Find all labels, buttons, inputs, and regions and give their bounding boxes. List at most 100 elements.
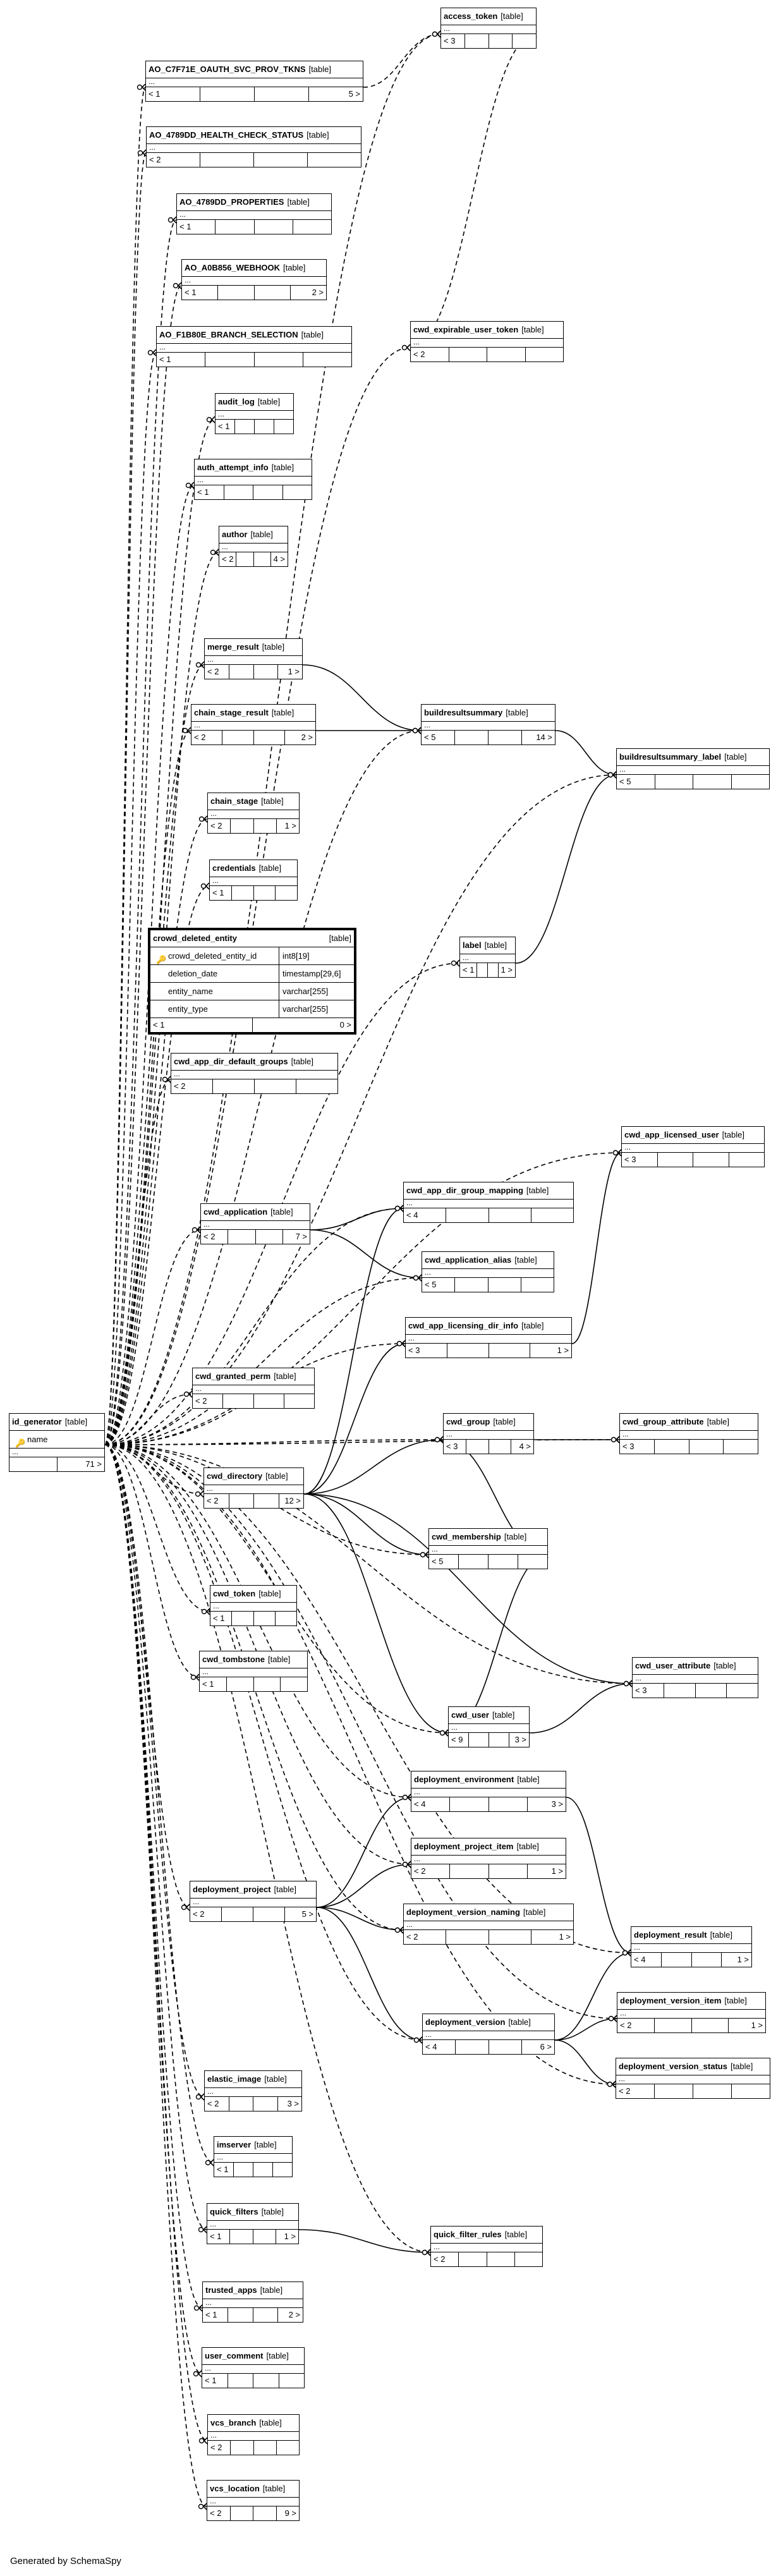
table-header[interactable]: buildresultsummary[table]	[422, 705, 555, 722]
table-cwd-token[interactable]: cwd_token[table]...< 1	[210, 1585, 297, 1626]
table-header[interactable]: cwd_token[table]	[210, 1586, 296, 1603]
table-name[interactable]: cwd_tombstone	[202, 1655, 265, 1664]
table-brs-label[interactable]: buildresultsummary_label[table]...< 5	[616, 748, 770, 789]
table-name[interactable]: id_generator	[12, 1417, 62, 1426]
table-header[interactable]: cwd_granted_perm[table]	[193, 1368, 314, 1385]
table-header[interactable]: cwd_user_attribute[table]	[633, 1658, 758, 1675]
table-header[interactable]: access_token[table]	[441, 8, 536, 25]
table-header[interactable]: merge_result[table]	[205, 639, 302, 656]
table-name[interactable]: cwd_group_attribute	[622, 1417, 704, 1426]
table-name[interactable]: cwd_group	[446, 1417, 490, 1426]
table-name[interactable]: AO_F1B80E_BRANCH_SELECTION	[159, 330, 298, 339]
table-dep-ver-status[interactable]: deployment_version_status[table]...< 2	[616, 2058, 770, 2099]
table-header[interactable]: user_comment[table]	[202, 2348, 304, 2365]
table-header[interactable]: AO_F1B80E_BRANCH_SELECTION[table]	[157, 327, 351, 344]
table-header[interactable]: cwd_group_attribute[table]	[620, 1414, 758, 1431]
table-credentials[interactable]: credentials[table]...< 1	[209, 860, 298, 901]
table-header[interactable]: AO_A0B856_WEBHOOK[table]	[182, 260, 326, 277]
table-name[interactable]: cwd_app_dir_default_groups	[174, 1057, 288, 1066]
table-ao-props[interactable]: AO_4789DD_PROPERTIES[table]...< 1	[176, 193, 332, 234]
table-ao-health[interactable]: AO_4789DD_HEALTH_CHECK_STATUS[table]...<…	[146, 126, 361, 167]
table-header[interactable]: cwd_app_dir_default_groups[table]	[171, 1054, 337, 1071]
table-name[interactable]: cwd_app_licensed_user	[624, 1130, 719, 1139]
table-cwd-exp[interactable]: cwd_expirable_user_token[table]...< 2	[410, 321, 564, 362]
table-header[interactable]: imserver[table]	[214, 2137, 292, 2154]
table-access-token[interactable]: access_token[table]...< 3	[440, 8, 537, 49]
table-name[interactable]: chain_stage	[210, 796, 258, 806]
table-header[interactable]: quick_filters[table]	[207, 2204, 298, 2221]
table-name[interactable]: deployment_result	[634, 1930, 707, 1940]
table-header[interactable]: crowd_deleted_entity[table]	[150, 930, 354, 947]
table-name[interactable]: chain_stage_result	[194, 708, 269, 717]
table-vcs-branch[interactable]: vcs_branch[table]...< 2	[207, 2414, 300, 2455]
table-name[interactable]: user_comment	[205, 2351, 264, 2360]
table-cwd-app-dir-def[interactable]: cwd_app_dir_default_groups[table]...< 2	[171, 1053, 338, 1094]
table-header[interactable]: cwd_application_alias[table]	[422, 1252, 554, 1269]
table-name[interactable]: buildresultsummary_label	[619, 752, 722, 762]
table-header[interactable]: cwd_expirable_user_token[table]	[411, 322, 563, 339]
table-header[interactable]: trusted_apps[table]	[203, 2282, 303, 2299]
table-cwd-user-attr[interactable]: cwd_user_attribute[table]...< 3	[632, 1657, 758, 1698]
table-header[interactable]: deployment_version_item[table]	[617, 1993, 765, 2010]
table-name[interactable]: cwd_directory	[207, 1471, 263, 1481]
table-name[interactable]: cwd_token	[213, 1589, 256, 1598]
table-name[interactable]: AO_4789DD_PROPERTIES	[179, 197, 284, 207]
table-name[interactable]: deployment_environment	[414, 1775, 514, 1784]
table-name[interactable]: quick_filter_rules	[434, 2230, 502, 2239]
table-name[interactable]: trusted_apps	[205, 2285, 257, 2295]
table-name[interactable]: cwd_app_dir_group_mapping	[406, 1186, 523, 1195]
table-name[interactable]: cwd_application_alias	[425, 1255, 512, 1265]
table-name[interactable]: label	[463, 940, 482, 950]
table-header[interactable]: AO_C7F71E_OAUTH_SVC_PROV_TKNS[table]	[146, 61, 363, 78]
table-header[interactable]: cwd_membership[table]	[429, 1529, 547, 1546]
table-name[interactable]: deployment_version_item	[620, 1996, 722, 2005]
table-cwd-app-dir-gm[interactable]: cwd_app_dir_group_mapping[table]...< 4	[403, 1182, 574, 1223]
table-header[interactable]: chain_stage[table]	[208, 793, 299, 810]
table-cwd-tombstone[interactable]: cwd_tombstone[table]...< 1	[199, 1651, 308, 1692]
table-header[interactable]: buildresultsummary_label[table]	[617, 749, 769, 766]
table-name[interactable]: cwd_user_attribute	[635, 1661, 711, 1670]
table-header[interactable]: cwd_directory[table]	[204, 1468, 303, 1485]
table-name[interactable]: crowd_deleted_entity	[153, 933, 237, 943]
table-cwd-app-alias[interactable]: cwd_application_alias[table]...< 5	[422, 1251, 554, 1292]
table-header[interactable]: id_generator[table]	[9, 1414, 104, 1431]
table-cwd-membership[interactable]: cwd_membership[table]...< 5	[428, 1528, 548, 1569]
table-name[interactable]: cwd_user	[451, 1710, 489, 1720]
table-header[interactable]: deployment_environment[table]	[411, 1771, 566, 1789]
table-header[interactable]: label[table]	[460, 937, 515, 954]
table-header[interactable]: deployment_version_naming[table]	[404, 1904, 573, 1921]
table-name[interactable]: deployment_project	[193, 1885, 271, 1894]
table-header[interactable]: cwd_user[table]	[449, 1707, 529, 1724]
table-imserver[interactable]: imserver[table]...< 1	[214, 2136, 293, 2177]
table-ao-c7[interactable]: AO_C7F71E_OAUTH_SVC_PROV_TKNS[table]...<…	[145, 61, 363, 102]
table-name[interactable]: cwd_membership	[432, 1532, 501, 1541]
table-name[interactable]: deployment_project_item	[414, 1842, 514, 1851]
table-cwd-group-attr[interactable]: cwd_group_attribute[table]...< 3	[619, 1413, 758, 1454]
table-name[interactable]: cwd_application	[203, 1207, 268, 1217]
table-ao-branch[interactable]: AO_F1B80E_BRANCH_SELECTION[table]...< 1	[156, 326, 352, 367]
table-name[interactable]: credentials	[212, 863, 256, 873]
table-header[interactable]: AO_4789DD_PROPERTIES[table]	[177, 194, 331, 211]
table-name[interactable]: quick_filters	[210, 2207, 258, 2216]
table-name[interactable]: vcs_branch	[210, 2418, 257, 2427]
table-name[interactable]: AO_C7F71E_OAUTH_SVC_PROV_TKNS	[149, 64, 306, 74]
table-header[interactable]: deployment_project[table]	[190, 1881, 316, 1899]
table-header[interactable]: vcs_location[table]	[207, 2481, 299, 2498]
